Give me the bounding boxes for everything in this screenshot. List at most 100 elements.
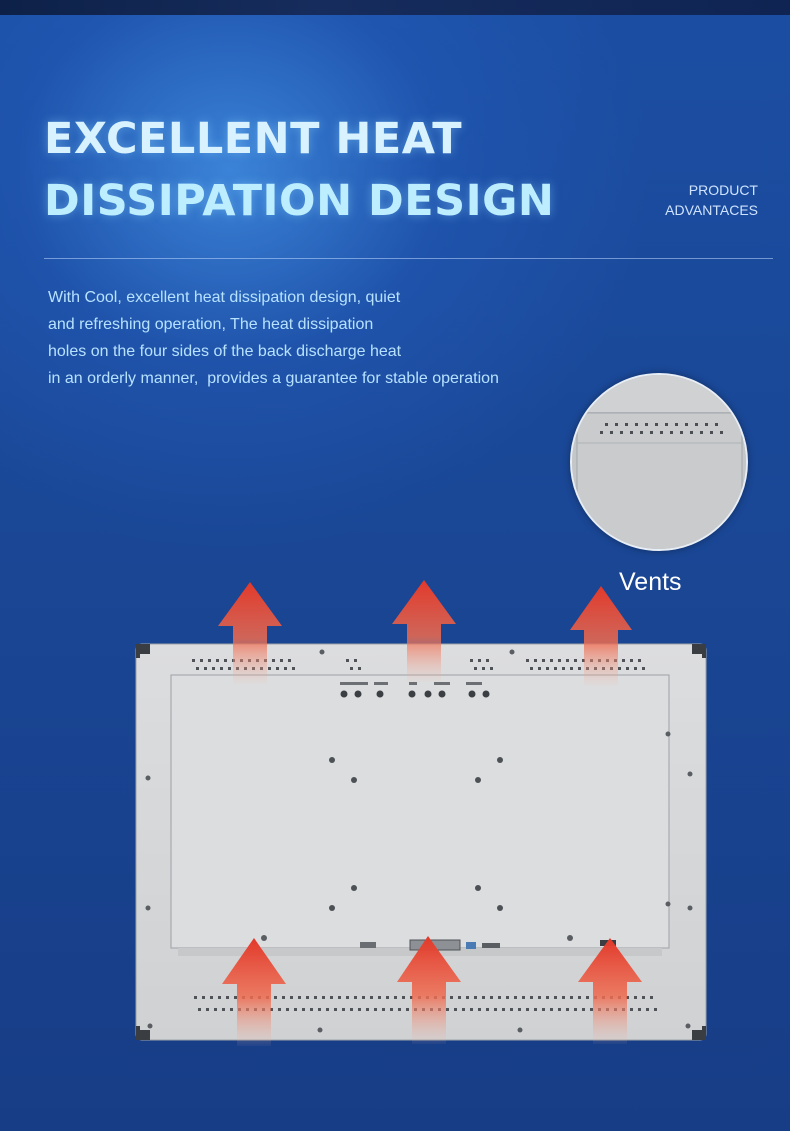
vent-hole <box>306 996 309 999</box>
vent-hole <box>546 996 549 999</box>
vent-hole <box>402 996 405 999</box>
vent-hole <box>642 996 645 999</box>
section-tag-line-2: ADVANTACES <box>665 202 758 218</box>
mount-screws <box>329 757 503 911</box>
vent-hole <box>638 659 641 662</box>
vent-hole <box>618 667 621 670</box>
vent-hole <box>630 1008 633 1011</box>
vent-hole <box>470 659 473 662</box>
description-line-4: in an orderly manner, provides a guarant… <box>48 370 499 387</box>
vent-hole <box>518 1008 521 1011</box>
vent-hole <box>268 667 271 670</box>
heat-arrow <box>392 580 456 682</box>
vent-hole <box>382 1008 385 1011</box>
vent-hole <box>292 667 295 670</box>
vent-hole <box>566 659 569 662</box>
vent-hole <box>462 1008 465 1011</box>
vent-hole <box>322 996 325 999</box>
vent-hole <box>302 1008 305 1011</box>
description-line-3: holes on the four sides of the back disc… <box>48 343 402 360</box>
vent-hole <box>210 996 213 999</box>
vent-hole <box>298 996 301 999</box>
vent-hole <box>590 1008 593 1011</box>
vent-hole <box>206 1008 209 1011</box>
vent-hole <box>362 996 365 999</box>
description: With Cool, excellent heat dissipation de… <box>48 284 568 392</box>
vent-hole <box>526 1008 529 1011</box>
vent-hole <box>566 1008 569 1011</box>
page-title: EXCELLENT HEAT DISSIPATION DESIGN <box>44 108 554 232</box>
vent-hole <box>482 996 485 999</box>
title-line-2: DISSIPATION DESIGN <box>44 176 555 226</box>
corner-tab <box>692 644 706 658</box>
vent-hole <box>582 659 585 662</box>
vent-hole <box>390 1008 393 1011</box>
vent-hole <box>230 1008 233 1011</box>
vent-hole <box>466 996 469 999</box>
vent-hole <box>626 996 629 999</box>
vent-hole <box>562 996 565 999</box>
vent-hole <box>330 996 333 999</box>
vent-hole <box>490 996 493 999</box>
corner-tab <box>136 1026 150 1040</box>
vent-hole <box>554 996 557 999</box>
vent-hole <box>550 659 553 662</box>
vent-hole <box>578 996 581 999</box>
vent-hole <box>354 996 357 999</box>
vent-hole <box>586 996 589 999</box>
vent-hole <box>530 667 533 670</box>
heat-arrow <box>218 582 282 684</box>
vent-hole <box>278 1008 281 1011</box>
vent-hole <box>478 1008 481 1011</box>
vent-hole <box>208 659 211 662</box>
vent-hole <box>578 667 581 670</box>
vent-hole <box>626 667 629 670</box>
vent-hole <box>570 667 573 670</box>
vent-hole <box>222 1008 225 1011</box>
vent-hole <box>228 667 231 670</box>
title-line-1: EXCELLENT HEAT <box>44 114 463 164</box>
top-banner-strip <box>0 0 790 15</box>
vent-hole <box>200 659 203 662</box>
vent-hole <box>274 996 277 999</box>
vent-hole <box>470 1008 473 1011</box>
divider <box>44 258 773 259</box>
frame-screws <box>145 649 693 1033</box>
vent-hole <box>554 667 557 670</box>
vent-hole <box>622 659 625 662</box>
vent-hole <box>218 996 221 999</box>
vent-hole <box>202 996 205 999</box>
corner-tab <box>136 644 150 658</box>
vent-hole <box>354 659 357 662</box>
vents-zoom-image <box>572 375 746 549</box>
vent-hole <box>280 659 283 662</box>
vent-hole <box>534 1008 537 1011</box>
vent-hole <box>378 996 381 999</box>
vent-hole <box>286 1008 289 1011</box>
monitor-back-panel <box>135 580 707 1046</box>
vent-hole <box>224 659 227 662</box>
vent-hole <box>410 996 413 999</box>
button-labels <box>340 682 482 685</box>
vent-hole <box>270 1008 273 1011</box>
description-line-1: With Cool, excellent heat dissipation de… <box>48 289 401 306</box>
vent-hole <box>526 659 529 662</box>
vent-hole <box>546 667 549 670</box>
vent-hole <box>394 996 397 999</box>
vent-hole <box>284 667 287 670</box>
vent-hole <box>454 1008 457 1011</box>
vent-hole <box>486 1008 489 1011</box>
vent-hole <box>550 1008 553 1011</box>
vent-hole <box>370 996 373 999</box>
vent-hole <box>630 659 633 662</box>
vent-hole <box>358 667 361 670</box>
vent-hole <box>562 667 565 670</box>
vent-hole <box>310 1008 313 1011</box>
vent-hole <box>294 1008 297 1011</box>
vent-hole <box>570 996 573 999</box>
vent-hole <box>194 996 197 999</box>
control-buttons <box>340 690 490 698</box>
vent-hole <box>638 1008 641 1011</box>
vent-hole <box>446 1008 449 1011</box>
vent-hole <box>282 996 285 999</box>
